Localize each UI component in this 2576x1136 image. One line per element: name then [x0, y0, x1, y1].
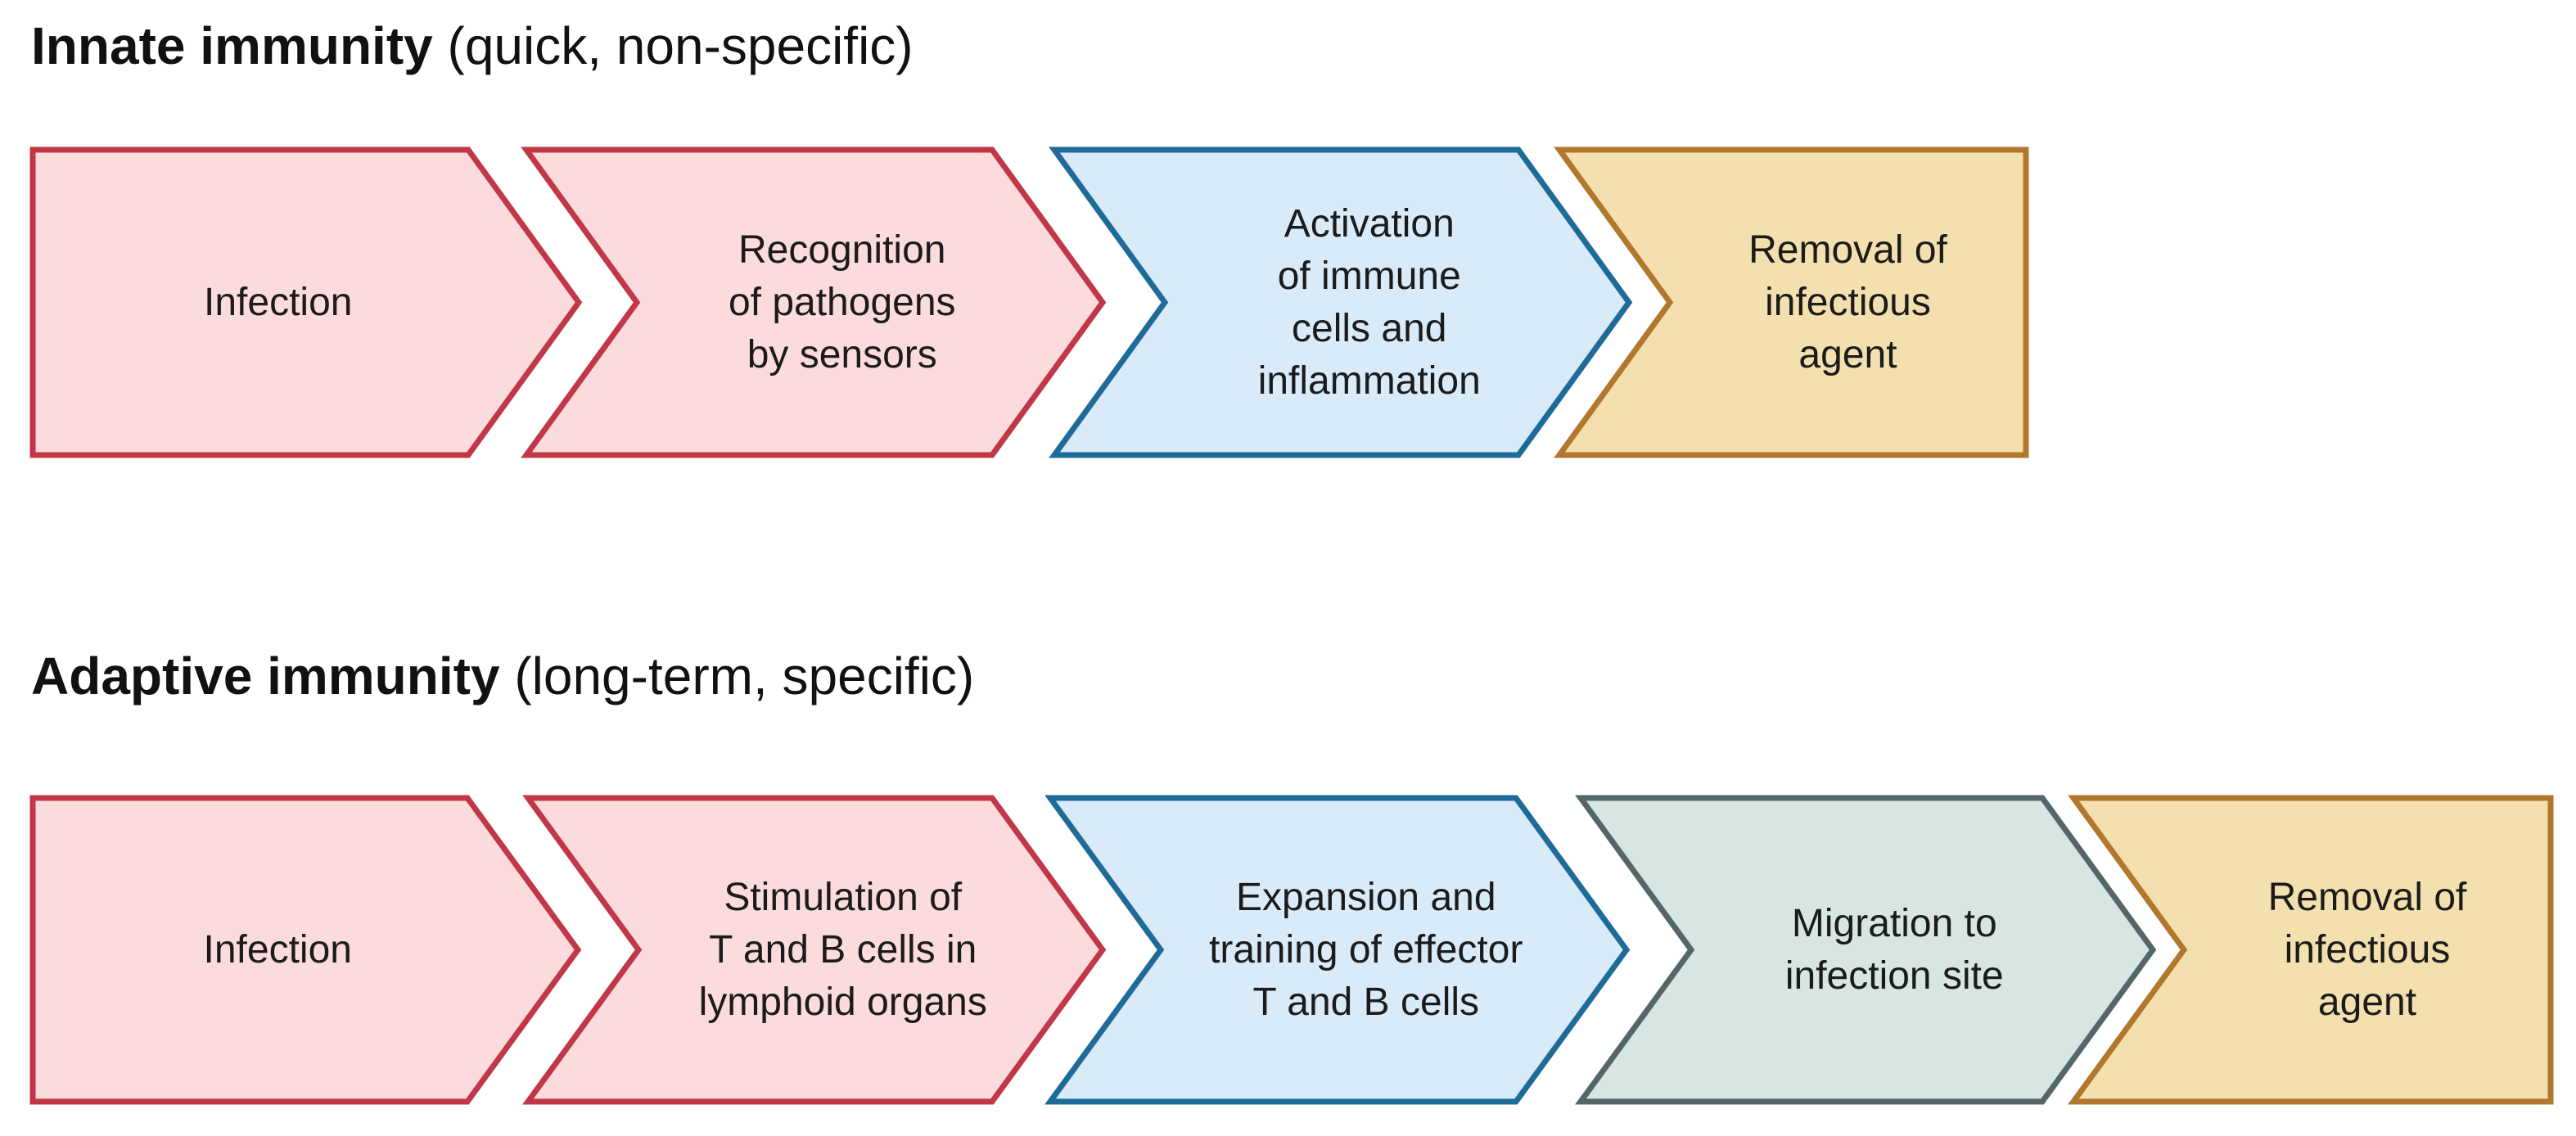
- adaptive-immunity-step-3-chevron: [1044, 795, 1631, 1105]
- innate-immunity-title: Innate immunity (quick, non-specific): [31, 15, 914, 77]
- adaptive-immunity-title-qualifier: (long-term, specific): [499, 647, 975, 705]
- innate-immunity-title-qualifier: (quick, non-specific): [432, 16, 914, 75]
- adaptive-immunity-step-4-chevron: [1575, 795, 2157, 1105]
- adaptive-immunity-title: Adaptive immunity (long-term, specific): [31, 645, 974, 707]
- adaptive-immunity-step-1-chevron: [29, 795, 582, 1105]
- innate-immunity-step-2-chevron: [521, 147, 1107, 458]
- innate-immunity-step-4-chevron: [1554, 147, 2029, 458]
- adaptive-immunity-title-bold: Adaptive immunity: [31, 647, 500, 705]
- innate-immunity-step-3-chevron: [1049, 147, 1633, 458]
- innate-immunity-title-bold: Innate immunity: [31, 16, 433, 75]
- adaptive-immunity-step-2-chevron: [522, 795, 1107, 1105]
- adaptive-immunity-step-5-chevron: [2068, 795, 2554, 1105]
- innate-immunity-step-1-chevron: [29, 147, 583, 458]
